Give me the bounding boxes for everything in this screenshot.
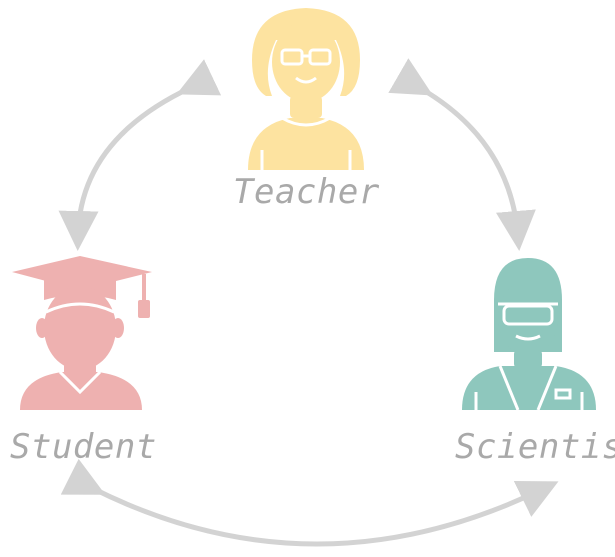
scientist-face-details	[474, 302, 584, 411]
teacher-label: Teacher	[233, 172, 380, 212]
arrow-teacher-scientist	[388, 58, 536, 251]
student-icon	[12, 256, 152, 410]
teacher-face-details	[260, 48, 352, 170]
arrow-teacher-student	[58, 59, 222, 251]
student-label: Student	[10, 427, 157, 467]
scientist-icon	[462, 258, 596, 410]
arrow-student-scientist	[60, 458, 559, 547]
scientist-label: Scientist	[455, 427, 615, 467]
student-face-details	[45, 302, 115, 395]
teacher-icon	[248, 8, 364, 170]
